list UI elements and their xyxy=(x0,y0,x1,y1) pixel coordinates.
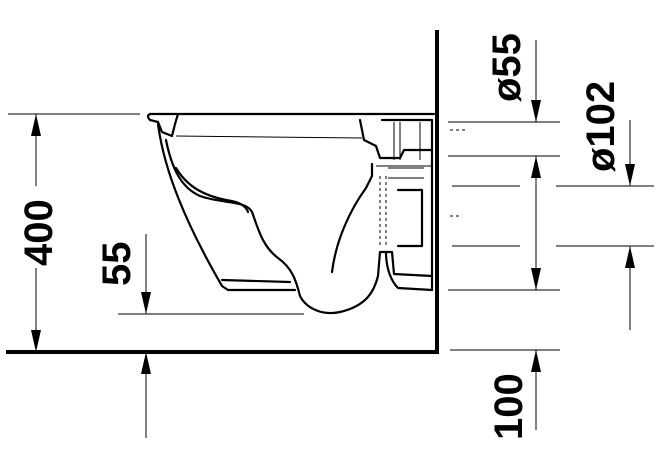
wall-and-floor xyxy=(6,30,439,354)
dim-d55-label: ø55 xyxy=(485,33,529,102)
bowl-base xyxy=(220,278,292,284)
bowl-outer-front xyxy=(156,122,297,292)
dim-400-arrow-top xyxy=(31,114,41,136)
dim-d55-arrow-lower xyxy=(531,268,541,290)
dim-d55-arrow-top xyxy=(531,100,541,122)
dim-d55-arrow-bottom xyxy=(531,156,541,178)
outlet-flange xyxy=(396,188,424,248)
dim-d102-arrow-bottom xyxy=(625,246,635,268)
dim-400-gap xyxy=(18,186,54,268)
rear-plate xyxy=(380,118,434,292)
dim-55: 55 xyxy=(95,234,304,438)
inlet-lines xyxy=(393,122,421,160)
bowl-inner-curve xyxy=(174,166,250,214)
seat-line xyxy=(175,135,363,139)
dim-100-label: 100 xyxy=(487,373,531,440)
trapway-rear xyxy=(330,162,374,274)
dim-400-arrow-bottom xyxy=(31,330,41,352)
wc-bowl xyxy=(146,112,436,315)
dim-400: 400 xyxy=(8,113,140,352)
hidden-pipe xyxy=(379,176,387,248)
rim-front xyxy=(146,112,180,138)
rear-inlet xyxy=(358,118,434,160)
dim-right: ø55 ø102 100 xyxy=(448,33,654,440)
dim-55-label: 55 xyxy=(95,242,139,287)
bowl-inner-trap xyxy=(164,138,434,315)
outlet-spigot xyxy=(384,250,434,292)
dim-400-label: 400 xyxy=(17,199,61,266)
dim-d102-label: ø102 xyxy=(579,81,623,172)
dim-100-arrow xyxy=(531,350,541,372)
dim-d102-arrow-top xyxy=(625,164,635,186)
inlet-flange xyxy=(376,165,432,179)
dim-55-arrow xyxy=(141,292,151,314)
dim-55-lower-arrow xyxy=(141,352,151,374)
